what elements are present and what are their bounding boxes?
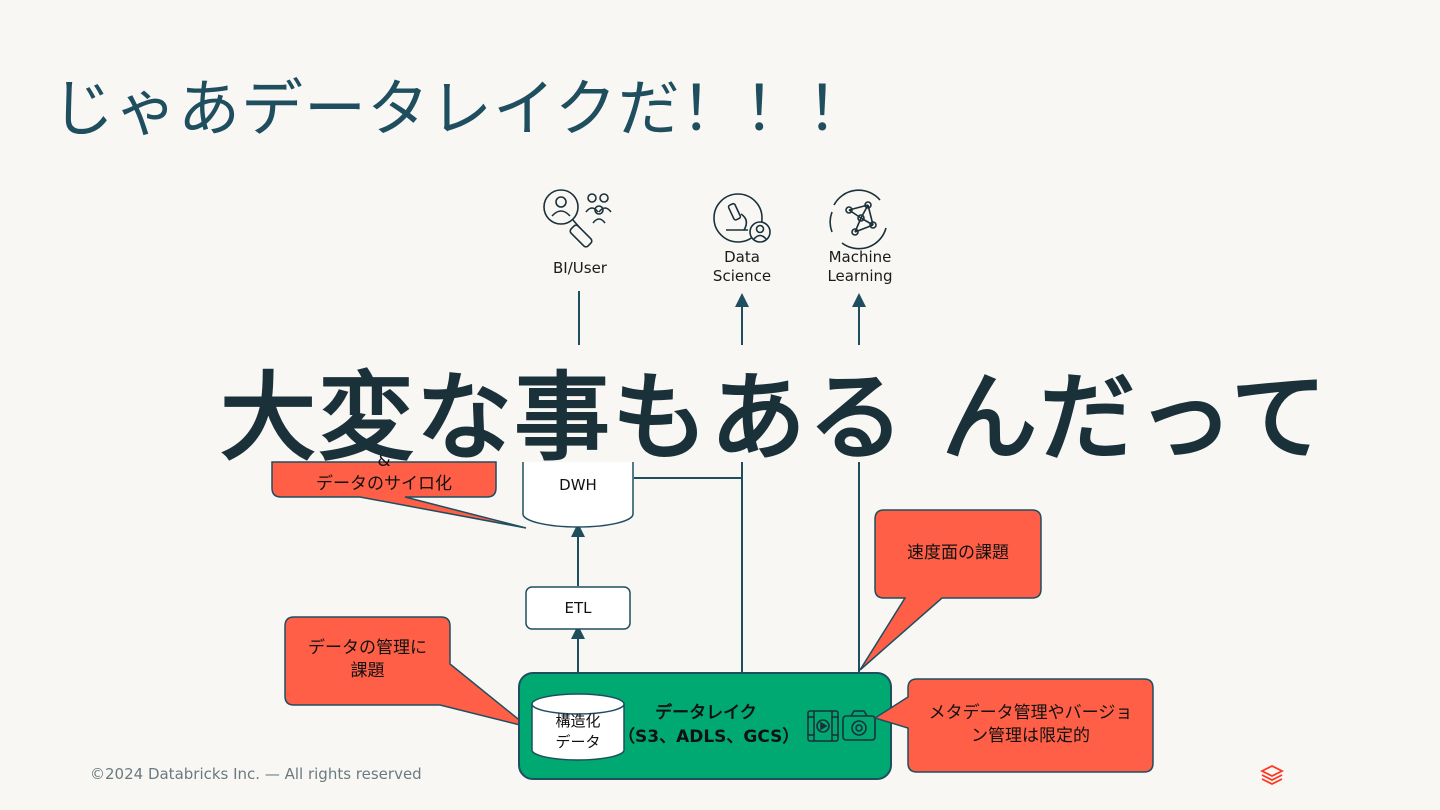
data-lake-label: データレイク （S3、ADLS、GCS） [618,703,800,747]
footer-copyright: ©2024 Databricks Inc. — All rights reser… [90,765,422,783]
callout-management [284,616,529,728]
slide-title: じゃあデータレイクだ！！！ [52,72,870,145]
callout-speed [859,509,1042,671]
callout-metadata [873,678,1154,773]
video-icon [807,710,839,742]
overlay-caption: 大変な事もある んだって [220,362,1329,474]
callout-metadata-text: メタデータ管理やバージョ ン管理は限定的 [928,703,1133,746]
databricks-logo-icon [1259,764,1285,786]
callout-silo-text: & データのサイロ化 [316,451,452,494]
dwh-cylinder [522,462,634,528]
callout-management-text: データの管理に 課題 [308,638,427,681]
consumer-label-machine-learning: Machine Learning [827,248,893,285]
dwh-label: DWH [559,476,597,494]
callout-speed-text: 速度面の課題 [907,543,1009,563]
consumer-label-data-science: Data Science [712,248,772,285]
data-science-icon [713,193,771,243]
consumer-label-bi-user: BI/User [553,259,607,277]
machine-learning-icon [829,189,887,250]
structured-data-label: 構造化 データ [555,712,601,751]
etl-box [525,586,631,630]
camera-icon [842,710,876,741]
bi-user-icon [543,189,612,248]
structured-data-cylinder [531,693,625,761]
callout-silo [271,461,527,529]
etl-label: ETL [564,599,592,617]
